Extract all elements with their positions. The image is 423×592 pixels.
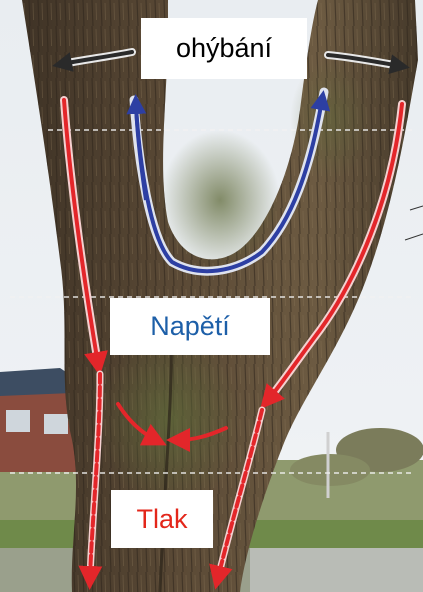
tree-trunk: [22, 0, 418, 592]
bending-label: ohýbání: [141, 18, 307, 79]
compression-arrows: [60, 96, 406, 590]
tension-arrow: [126, 87, 331, 276]
bending-label-text: ohýbání: [175, 33, 273, 63]
compression-label: Tlak: [111, 490, 213, 548]
tension-label: Napětí: [110, 298, 270, 355]
tension-label-text: Napětí: [150, 311, 230, 341]
bending-arrows: [52, 48, 410, 75]
compression-label-text: Tlak: [136, 503, 188, 534]
